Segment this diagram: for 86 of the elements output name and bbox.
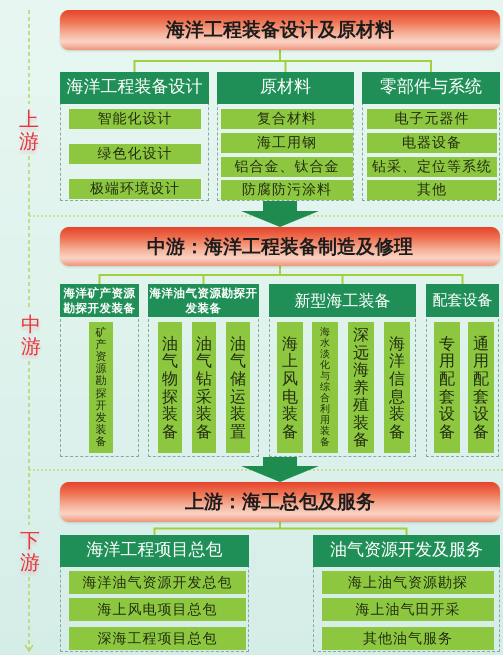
column-panel xyxy=(60,284,139,457)
tag-label: 其他油气服务 xyxy=(363,630,453,648)
category-tag xyxy=(69,109,201,129)
bar-label: 深远海养殖装备 xyxy=(353,326,369,450)
tag-label: 其他 xyxy=(417,181,447,199)
category-bar xyxy=(226,322,250,453)
category-bar xyxy=(158,322,182,453)
category-tag xyxy=(69,144,201,164)
banner-title: 海洋工程装备设计及原材料 xyxy=(166,18,394,43)
bar-label: 通用配套设备 xyxy=(473,334,489,440)
category-bar xyxy=(384,322,410,453)
column-panel xyxy=(362,72,500,201)
flow-arrow xyxy=(241,457,319,482)
tag-label: 海上油气资源勘探 xyxy=(348,574,468,592)
column-panel xyxy=(269,284,416,457)
banner-title: 上游：海工总包及服务 xyxy=(185,490,375,515)
category-tag xyxy=(221,157,353,177)
category-tag xyxy=(367,180,497,200)
category-tag xyxy=(221,133,353,153)
column-panel xyxy=(148,284,259,457)
bar-label: 海洋信息装备 xyxy=(389,334,405,440)
category-tag xyxy=(367,109,497,129)
category-bar xyxy=(312,322,338,453)
category-tag xyxy=(69,571,246,594)
column-header: 油气资源开发及服务 xyxy=(313,535,500,567)
tag-label: 智能化设计 xyxy=(98,110,172,128)
flow-arrow xyxy=(241,201,319,227)
tag-label: 海上风电项目总包 xyxy=(98,600,218,618)
category-bar xyxy=(468,322,494,453)
tag-label: 复合材料 xyxy=(257,110,317,128)
tag-label: 海工用钢 xyxy=(257,134,317,152)
column-panel xyxy=(313,535,500,652)
bar-label: 油气钻采装备 xyxy=(196,334,212,440)
category-bar xyxy=(277,322,303,453)
category-tag xyxy=(367,157,497,177)
stage-banner xyxy=(60,482,500,522)
connector-line xyxy=(279,50,432,72)
category-tag xyxy=(69,627,246,650)
tag-label: 海上油气田开采 xyxy=(356,600,460,618)
category-bar xyxy=(192,322,216,453)
tag-label: 电器设备 xyxy=(402,134,462,152)
category-tag xyxy=(367,133,497,153)
column-header: 原材料 xyxy=(217,72,354,104)
column-header: 海洋矿产资源勘探开发装备 xyxy=(60,284,139,317)
category-tag xyxy=(221,109,353,129)
category-tag xyxy=(322,627,494,650)
column-panel xyxy=(60,535,249,652)
bar-label: 专用配套设备 xyxy=(439,334,455,440)
bar-label: 油气储运装置 xyxy=(230,334,246,440)
column-header: 零部件与系统 xyxy=(362,72,500,104)
tag-label: 海洋油气资源开发总包 xyxy=(82,574,232,592)
bar-label: 矿产资源勘探开发装备 xyxy=(96,327,106,448)
bar-label: 海上风电装备 xyxy=(282,334,298,440)
tag-label: 防腐防污涂料 xyxy=(242,181,332,199)
stage-label: 上游 xyxy=(19,108,39,152)
tag-label: 钻采、定位等系统 xyxy=(372,158,492,176)
tag-label: 极端环境设计 xyxy=(90,180,180,198)
category-bar xyxy=(348,322,374,453)
connector-line xyxy=(279,266,464,284)
category-tag xyxy=(69,179,201,199)
tag-label: 深海工程项目总包 xyxy=(98,630,218,648)
category-tag xyxy=(322,571,494,594)
connector-line xyxy=(279,522,408,535)
column-header: 海洋工程项目总包 xyxy=(60,535,249,567)
column-header: 新型海工装备 xyxy=(269,284,416,317)
tag-label: 电子元器件 xyxy=(394,110,470,128)
column-panel xyxy=(217,72,354,201)
category-bar xyxy=(89,322,113,453)
bar-label: 海水淡化与综合利用装备 xyxy=(320,327,330,448)
column-panel xyxy=(60,72,209,201)
column-header: 海洋工程装备设计 xyxy=(60,72,209,104)
category-tag xyxy=(69,598,246,621)
stage-banner xyxy=(60,10,500,50)
tag-label: 绿色化设计 xyxy=(98,145,172,163)
category-tag xyxy=(221,180,353,200)
column-header: 海洋油气资源勘探开发装备 xyxy=(148,284,259,317)
tag-label: 铝合金、钛合金 xyxy=(234,158,340,176)
column-panel xyxy=(426,284,499,457)
banner-title: 中游：海洋工程装备制造及修理 xyxy=(147,234,413,260)
category-bar xyxy=(434,322,460,453)
stage-label: 下游 xyxy=(20,529,40,573)
stage-label: 中游 xyxy=(21,313,41,357)
category-tag xyxy=(322,598,494,621)
stage-banner xyxy=(60,227,500,266)
bar-label: 油气物探装备 xyxy=(162,334,178,440)
column-header: 配套设备 xyxy=(426,284,499,317)
